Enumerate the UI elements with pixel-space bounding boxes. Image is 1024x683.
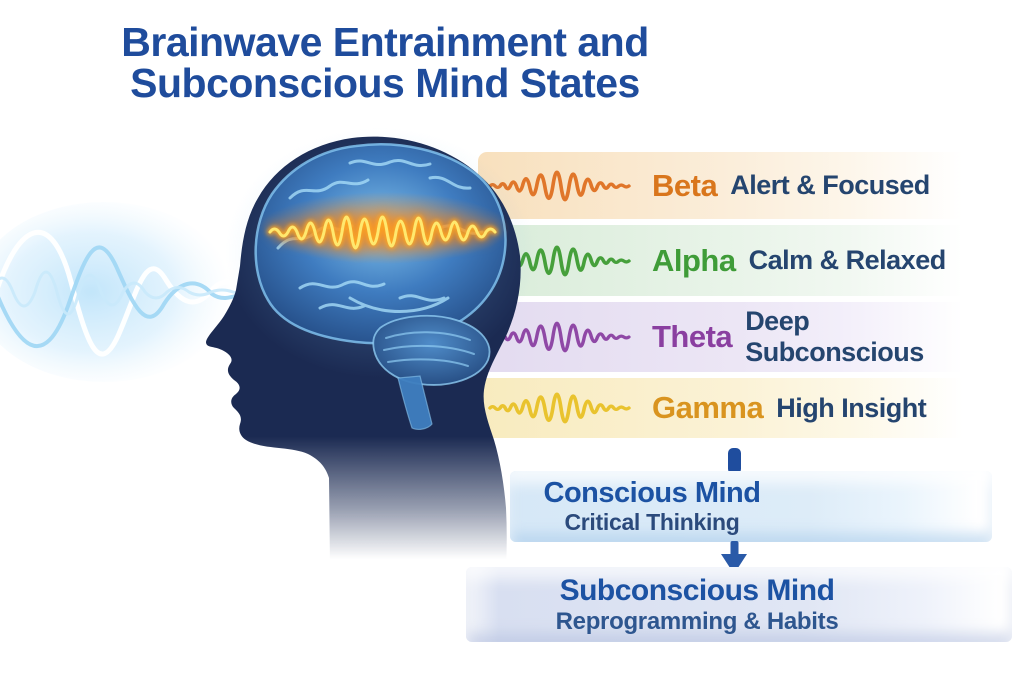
band-beta: Beta Alert & Focused — [478, 152, 978, 219]
band-description: Alert & Focused — [730, 170, 930, 200]
arrow-stem — [730, 541, 739, 557]
brain-entrainment-wave-icon — [260, 192, 510, 264]
band-name: Theta — [652, 319, 733, 354]
conscious-mind-text: Conscious Mind Critical Thinking — [518, 471, 786, 542]
sound-wave-icon — [0, 202, 256, 382]
theta-wave-icon — [488, 321, 631, 353]
conscious-mind-title: Conscious Mind — [543, 477, 761, 509]
page-title-line1: Brainwave Entrainment and — [121, 19, 649, 65]
cerebellum — [372, 315, 491, 386]
brain-icon — [225, 128, 535, 430]
down-arrow-icon — [721, 541, 747, 574]
subconscious-mind-title: Subconscious Mind — [559, 573, 835, 607]
band-alpha: Alpha Calm & Relaxed — [478, 225, 978, 296]
band-name: Gamma — [652, 390, 764, 425]
brain-stem — [397, 375, 433, 430]
subconscious-mind-box: Subconscious Mind Reprogramming & Habits — [466, 567, 1012, 642]
arrow-head — [721, 554, 747, 574]
band-gamma: Gamma High Insight — [478, 378, 978, 438]
head-silhouette-icon — [206, 128, 535, 568]
band-description: Deep Subconscious — [745, 306, 924, 367]
page-title-line2: Subconscious Mind States — [130, 60, 640, 106]
gamma-wave-icon — [488, 392, 631, 424]
band-description: Calm & Relaxed — [748, 245, 947, 275]
subconscious-mind-subtitle: Reprogramming & Habits — [555, 607, 839, 635]
band-name: Beta — [652, 167, 718, 203]
subconscious-mind-text: Subconscious Mind Reprogramming & Habits — [542, 567, 852, 642]
cerebellum-striations — [383, 331, 475, 367]
theta-wave-path — [488, 321, 631, 353]
connector-bar-icon — [728, 448, 741, 474]
conscious-mind-box: Conscious Mind Critical Thinking — [510, 471, 992, 542]
conscious-mind-subtitle: Critical Thinking — [564, 509, 740, 535]
band-theta: Theta Deep Subconscious — [478, 302, 978, 372]
band-name: Alpha — [652, 242, 736, 278]
wave-curve-mirror — [0, 245, 256, 349]
entrainment-wave-core — [268, 215, 497, 250]
page-title: Brainwave Entrainment and Subconscious M… — [55, 22, 715, 104]
wave-curve-small — [0, 270, 251, 316]
gamma-wave-path — [488, 392, 631, 424]
band-description: High Insight — [776, 392, 927, 423]
